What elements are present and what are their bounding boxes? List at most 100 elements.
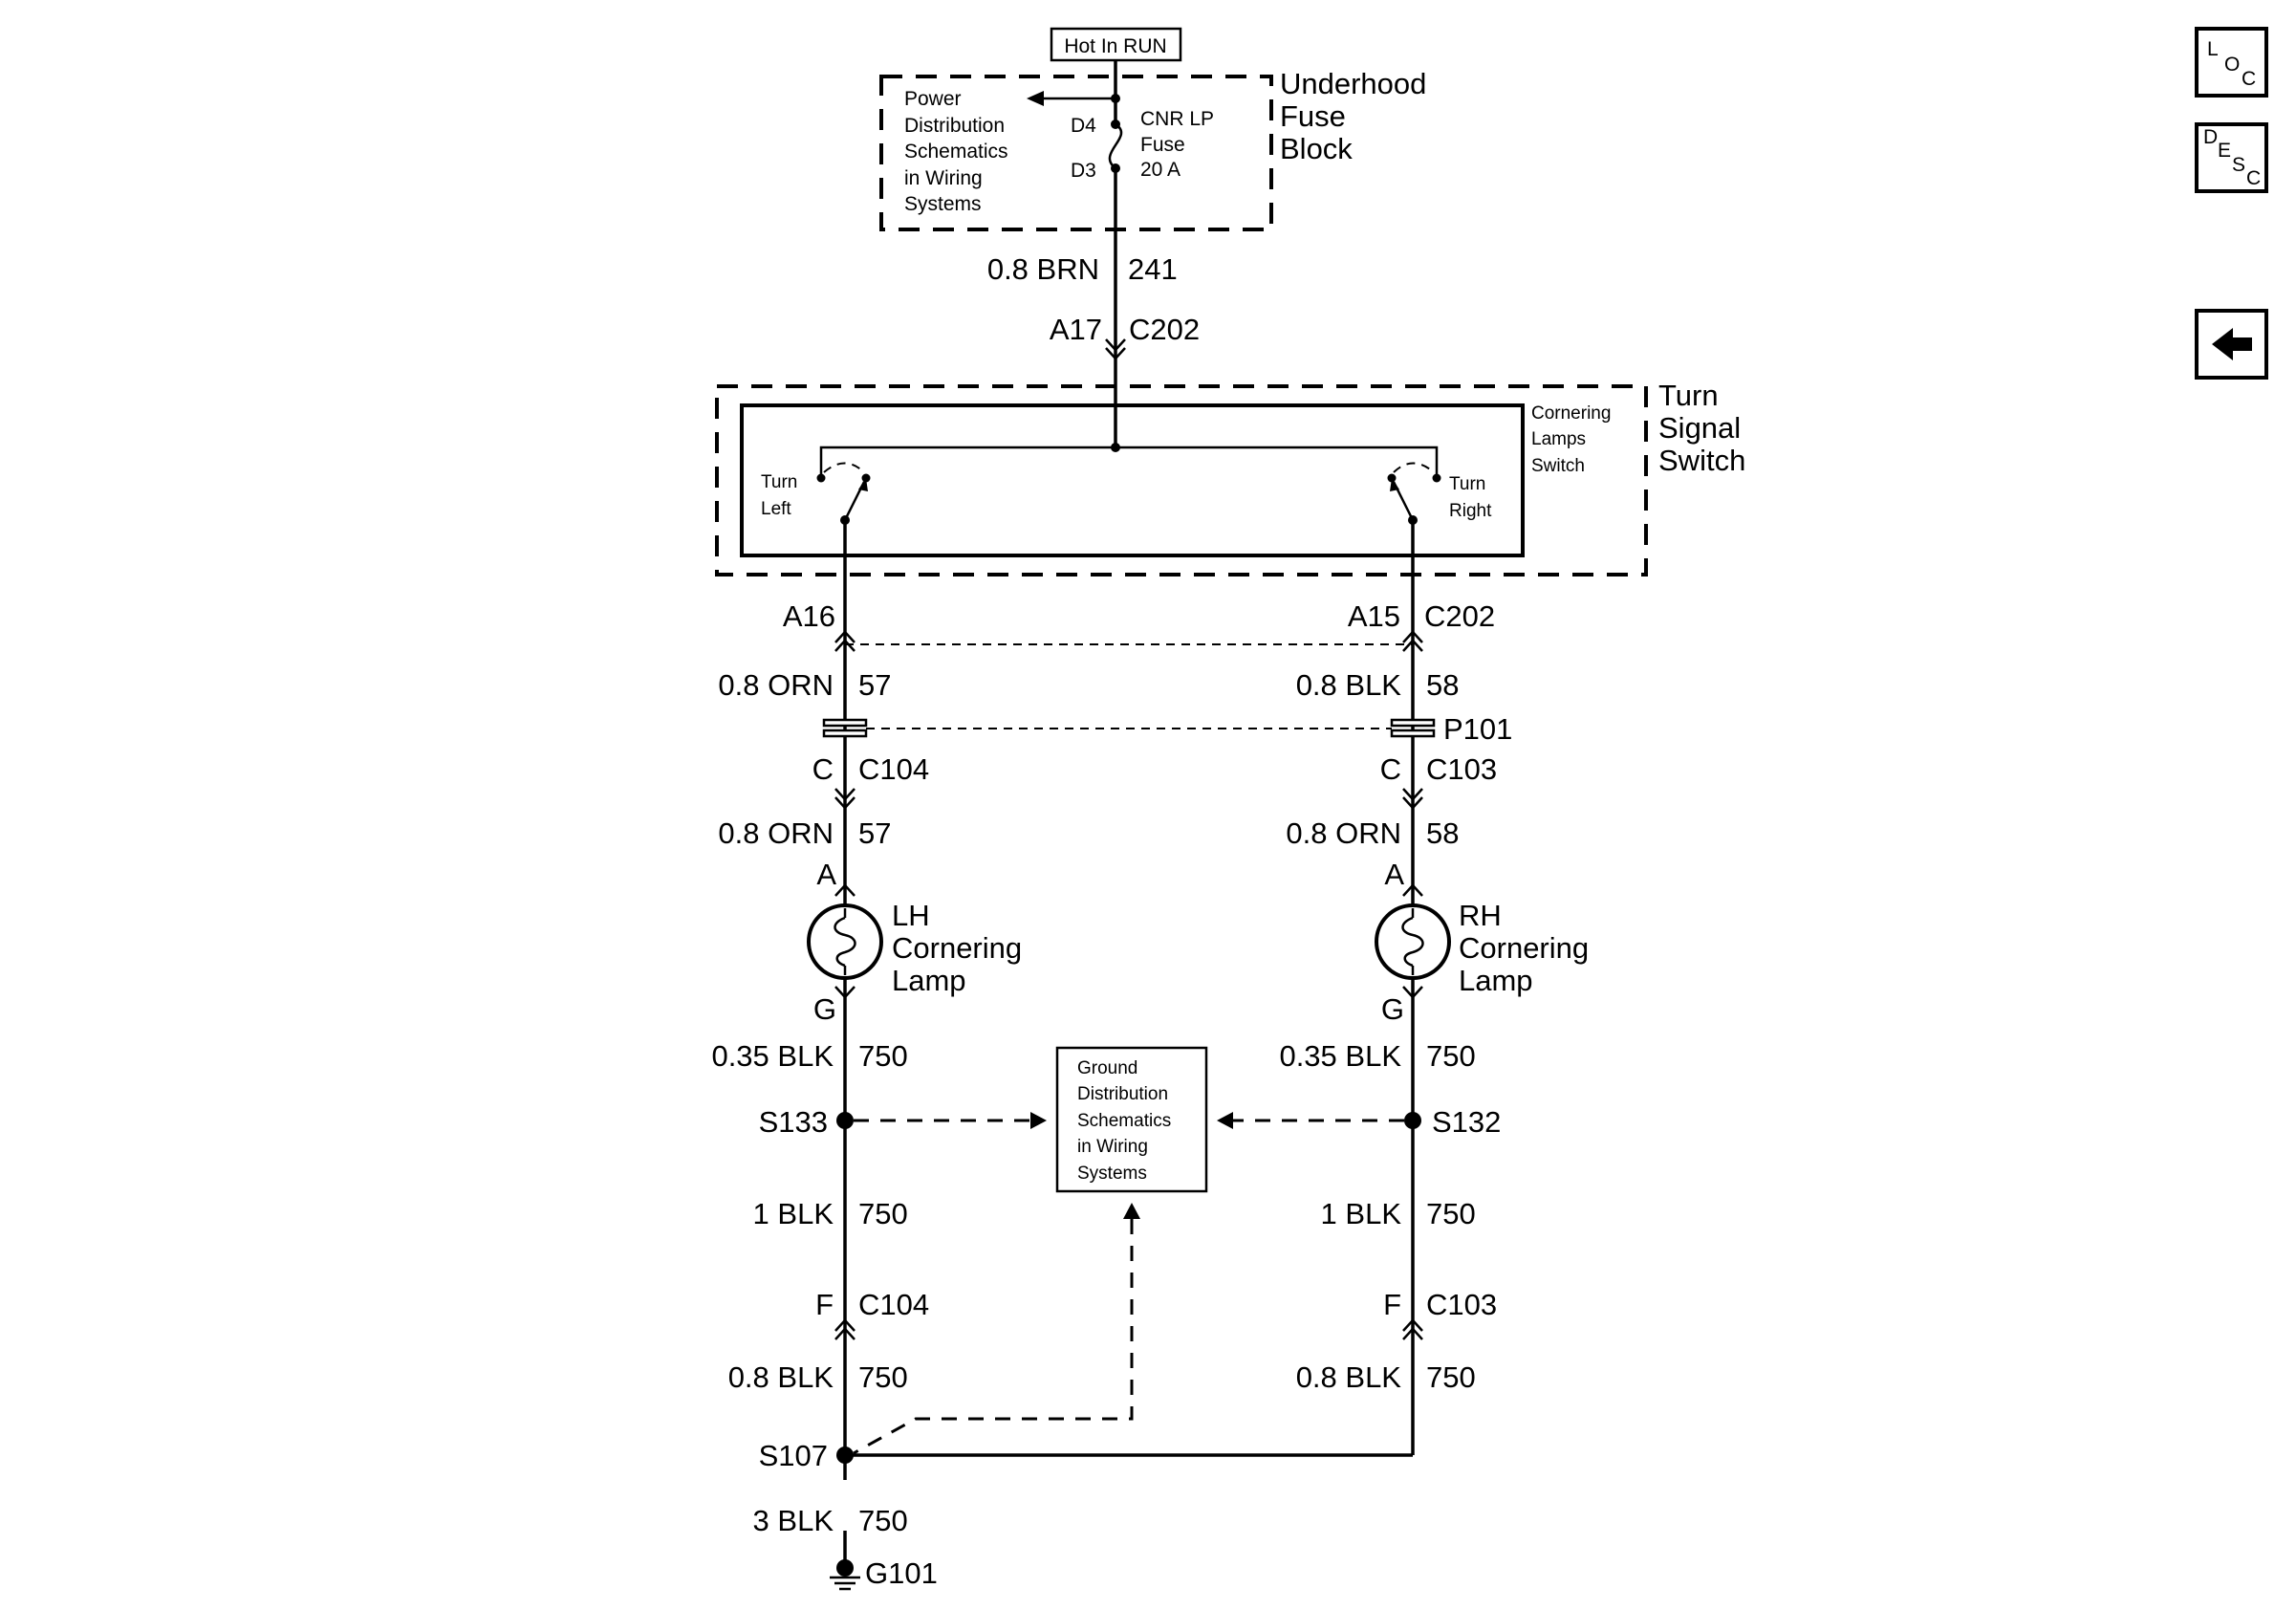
svg-text:RH: RH bbox=[1459, 899, 1502, 932]
splice-s133 bbox=[836, 1112, 854, 1129]
fuse-symbol bbox=[1108, 122, 1123, 169]
connector-c202-a15-symbol bbox=[1402, 630, 1423, 652]
right-wire1-gauge: 0.8 BLK bbox=[1296, 668, 1402, 702]
svg-text:Fuse: Fuse bbox=[1280, 99, 1346, 133]
right-lamp-pin-bottom: G bbox=[1381, 992, 1404, 1026]
ground-label: G101 bbox=[865, 1556, 938, 1590]
svg-text:Underhood: Underhood bbox=[1280, 67, 1426, 100]
fuse-pin-top-label: D4 bbox=[1071, 115, 1096, 137]
loc-button[interactable]: L O C bbox=[2195, 27, 2268, 98]
svg-text:Systems: Systems bbox=[1077, 1164, 1147, 1184]
svg-text:Turn: Turn bbox=[761, 472, 797, 492]
svg-text:S: S bbox=[2232, 154, 2245, 176]
connector-c103-f-symbol bbox=[1402, 1318, 1423, 1340]
back-button[interactable] bbox=[2195, 309, 2268, 380]
right-lamp-pin-top: A bbox=[1384, 858, 1404, 891]
svg-text:LH: LH bbox=[892, 899, 930, 932]
right-conn3-id: C103 bbox=[1426, 1288, 1497, 1321]
fuse-pin-bottom-label: D3 bbox=[1071, 160, 1096, 182]
rh-cornering-lamp bbox=[1375, 903, 1451, 980]
svg-text:Cornering: Cornering bbox=[1459, 931, 1589, 965]
left-conn2-pin: C bbox=[812, 752, 834, 786]
cornering-lamps-switch-label: Cornering Lamps Switch bbox=[1531, 403, 1611, 476]
svg-text:in Wiring: in Wiring bbox=[1077, 1137, 1148, 1157]
lh-lamp-label: LH Cornering Lamp bbox=[892, 899, 1022, 997]
svg-text:C: C bbox=[2242, 68, 2256, 90]
left-wire2-gauge: 0.8 ORN bbox=[718, 816, 834, 850]
left-wire5-circuit: 750 bbox=[858, 1360, 908, 1394]
left-splice2-label: S107 bbox=[759, 1439, 828, 1472]
right-wire1-circuit: 58 bbox=[1426, 668, 1459, 702]
left-wire2-circuit: 57 bbox=[858, 816, 891, 850]
s107-ground-ref-link bbox=[853, 1219, 1134, 1455]
left-lamp-pin-top: A bbox=[816, 858, 836, 891]
svg-text:Distribution: Distribution bbox=[1077, 1084, 1168, 1104]
inline-connector-p101-label: P101 bbox=[1443, 712, 1512, 746]
left-conn-pin: A16 bbox=[783, 599, 835, 633]
power-ref-arrowhead bbox=[1027, 91, 1044, 106]
svg-text:E: E bbox=[2218, 140, 2231, 162]
left-conn3-id: C104 bbox=[858, 1288, 929, 1321]
connector-c202-a17-symbol bbox=[1105, 338, 1126, 360]
svg-text:Ground: Ground bbox=[1077, 1058, 1137, 1078]
left-conn2-id: C104 bbox=[858, 752, 929, 786]
right-wire4-circuit: 750 bbox=[1426, 1197, 1476, 1230]
svg-text:L: L bbox=[2207, 38, 2219, 60]
splice-s132 bbox=[1404, 1112, 1421, 1129]
desc-button[interactable]: D E S C bbox=[2195, 122, 2268, 193]
feed-conn-id: C202 bbox=[1129, 313, 1200, 346]
turn-left-label: Turn Left bbox=[761, 472, 797, 519]
right-wire3-gauge: 0.35 BLK bbox=[1279, 1039, 1401, 1073]
rh-lamp-label: RH Cornering Lamp bbox=[1459, 899, 1589, 997]
svg-text:CNR LP: CNR LP bbox=[1140, 108, 1214, 130]
feed-conn-pin: A17 bbox=[1050, 313, 1102, 346]
right-conn3-pin: F bbox=[1383, 1288, 1401, 1321]
right-wire2-circuit: 58 bbox=[1426, 816, 1459, 850]
svg-text:Turn: Turn bbox=[1449, 474, 1485, 494]
svg-text:C: C bbox=[2246, 167, 2261, 189]
connector-c103-c-symbol bbox=[1402, 788, 1423, 810]
ground-distribution-ref-box bbox=[1055, 1046, 1208, 1193]
right-conn2-pin: C bbox=[1380, 752, 1401, 786]
right-wire5-gauge: 0.8 BLK bbox=[1296, 1360, 1402, 1394]
right-conn-id: C202 bbox=[1424, 599, 1495, 633]
ground-distribution-ref-label: Ground Distribution Schematics in Wiring… bbox=[1077, 1058, 1171, 1184]
svg-text:Switch: Switch bbox=[1531, 456, 1585, 476]
fuse-block-label: Underhood Fuse Block bbox=[1280, 67, 1426, 165]
hot-in-run-label: Hot In RUN bbox=[1064, 35, 1166, 57]
svg-text:Fuse: Fuse bbox=[1140, 134, 1185, 156]
underhood-fuse-block-outline bbox=[879, 75, 1273, 231]
left-wire5-gauge: 0.8 BLK bbox=[728, 1360, 834, 1394]
fuse-label: CNR LP Fuse 20 A bbox=[1140, 108, 1214, 181]
svg-text:Cornering: Cornering bbox=[892, 931, 1022, 965]
switch-bus bbox=[819, 446, 1439, 478]
svg-text:Left: Left bbox=[761, 499, 791, 519]
power-distribution-ref: Power Distribution Schematics in Wiring … bbox=[904, 88, 1008, 215]
left-wire3-circuit: 750 bbox=[858, 1039, 908, 1073]
left-wire6-circuit: 750 bbox=[858, 1504, 908, 1537]
left-conn3-pin: F bbox=[815, 1288, 834, 1321]
rh-lamp-filament-icon bbox=[1401, 916, 1424, 968]
turn-right-label: Turn Right bbox=[1449, 474, 1492, 521]
right-wire5-circuit: 750 bbox=[1426, 1360, 1476, 1394]
svg-text:D: D bbox=[2203, 126, 2218, 148]
left-lamp-pin-bottom: G bbox=[813, 992, 836, 1026]
svg-text:O: O bbox=[2224, 54, 2240, 76]
left-arrow-icon bbox=[2212, 328, 2252, 360]
connector-c202-a16-symbol bbox=[834, 630, 856, 652]
left-wire1-gauge: 0.8 ORN bbox=[718, 668, 834, 702]
left-wire6-gauge: 3 BLK bbox=[753, 1504, 834, 1537]
left-wire1-circuit: 57 bbox=[858, 668, 891, 702]
svg-text:Lamp: Lamp bbox=[1459, 964, 1533, 997]
connector-c104-f-symbol bbox=[834, 1318, 856, 1340]
right-splice-label: S132 bbox=[1432, 1105, 1501, 1139]
svg-text:Switch: Switch bbox=[1658, 444, 1745, 477]
turn-signal-switch-outline bbox=[715, 384, 1648, 577]
ground-g101-icon bbox=[830, 1576, 860, 1591]
right-wire2-gauge: 0.8 ORN bbox=[1286, 816, 1401, 850]
left-wire3-gauge: 0.35 BLK bbox=[711, 1039, 834, 1073]
right-contact-fixed bbox=[1432, 473, 1441, 483]
svg-text:in Wiring: in Wiring bbox=[904, 167, 983, 189]
cornering-lamps-switch-box bbox=[740, 403, 1525, 557]
